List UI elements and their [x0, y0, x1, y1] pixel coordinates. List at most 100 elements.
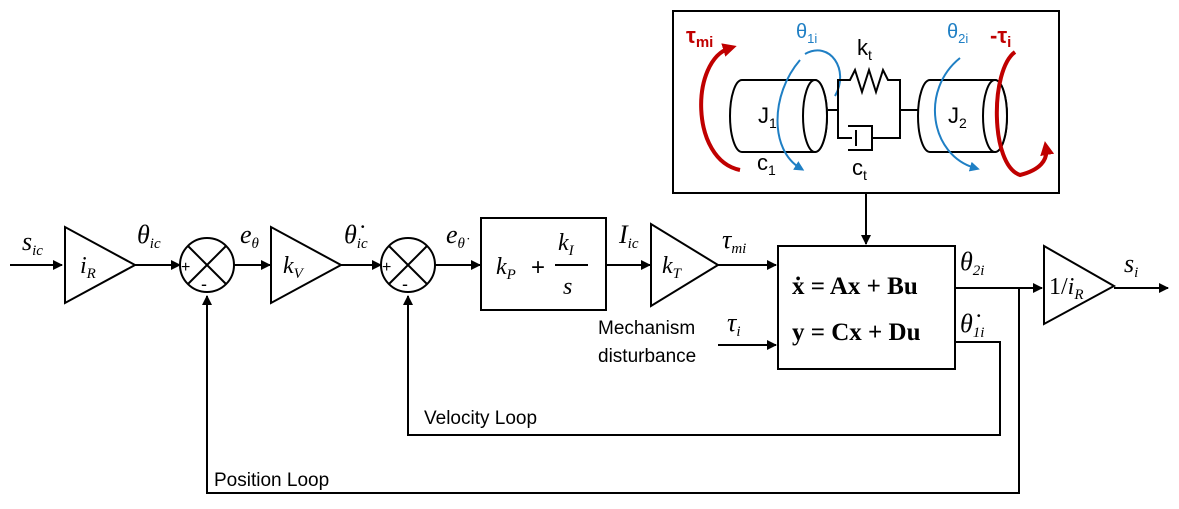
model-J2-sub: 2 — [959, 115, 967, 131]
svg-text:kV: kV — [283, 253, 305, 282]
velocity-loop-label: Velocity Loop — [424, 408, 537, 429]
svg-text:kT: kT — [662, 253, 683, 282]
summing-junction-position — [179, 237, 235, 293]
signal-tau-i: τ — [727, 308, 738, 337]
signal-e-theta: e — [240, 220, 252, 249]
svg-text:iR: iR — [80, 253, 96, 282]
sum2-plus: + — [382, 259, 391, 276]
model-tau-mi: τ — [686, 23, 696, 48]
svg-text:kI: kI — [558, 230, 575, 259]
position-loop-label: Position Loop — [214, 470, 329, 491]
state-equation: ẋ = Ax + Bu — [792, 273, 918, 300]
load-torque-arrow — [994, 50, 1055, 178]
gain-block-iR — [64, 225, 138, 305]
model-theta-1i: θ — [796, 21, 807, 43]
signal-theta-dot-1i-sub: 1i — [973, 325, 985, 341]
signal-theta-2i: θ — [960, 247, 973, 276]
two-inertia-model: τmi θ1i kt θ2i -τi J1 J2 c1 ct — [672, 10, 1060, 194]
pi-kI-symbol: k — [558, 230, 569, 256]
gain-block-inverse-iR — [1043, 244, 1117, 326]
signal-s-i: s — [1124, 249, 1134, 278]
signal-s-ic: s — [22, 227, 32, 256]
svg-text:τi: τi — [727, 308, 740, 340]
svg-text:kP: kP — [496, 254, 516, 283]
svg-text:θ̇ic: θ̇ic — [344, 220, 368, 252]
output-equation: y = Cx + Du — [792, 319, 921, 346]
summing-junction-velocity — [380, 237, 436, 293]
gain-kT-sub: T — [673, 266, 683, 282]
model-J1-sub: 1 — [769, 115, 777, 131]
model-kt-sub: t — [868, 47, 872, 63]
velocity-loop-wire — [403, 295, 1001, 436]
model-neg-tau-i-sub: i — [1007, 34, 1011, 51]
svg-text:-τi: -τi — [990, 23, 1011, 51]
svg-text:kt: kt — [857, 35, 872, 63]
model-c1: c — [757, 150, 768, 175]
signal-e-theta-dot: e — [446, 220, 458, 249]
signal-tau-mi: τ — [722, 225, 733, 254]
svg-text:J2: J2 — [948, 103, 967, 131]
signal-theta-dot-ic-sub: ic — [357, 236, 368, 252]
position-loop-wire — [202, 288, 1020, 494]
signal-s-i-sub: i — [1134, 265, 1138, 281]
svg-text:θ2i: θ2i — [947, 21, 968, 46]
svg-text:θic: θic — [137, 220, 161, 252]
model-J2: J — [948, 103, 959, 128]
model-J1: J — [758, 103, 769, 128]
signal-theta-ic-sub: ic — [150, 236, 161, 252]
model-ct-sub: t — [863, 167, 867, 183]
svg-text:θ̇1i: θ̇1i — [960, 309, 984, 341]
signal-I-ic-sub: ic — [628, 236, 639, 252]
svg-text:si: si — [1124, 249, 1138, 281]
svg-text:τmi: τmi — [722, 225, 746, 257]
damper-ct — [837, 110, 852, 139]
signal-tau-i-sub: i — [736, 324, 740, 340]
pi-kP-sub: P — [506, 267, 516, 283]
svg-text:1/iR: 1/iR — [1049, 274, 1084, 303]
svg-text:c1: c1 — [757, 150, 776, 178]
motor-torque-arrow — [699, 43, 741, 172]
svg-text:eθ̇: eθ̇ — [446, 220, 470, 252]
spring-kt — [828, 66, 928, 111]
svg-text:τmi: τmi — [686, 23, 713, 51]
inv-gain-one: 1 — [1049, 274, 1061, 300]
gain-kV-symbol: k — [283, 253, 294, 279]
signal-e-theta-sub: θ — [252, 236, 260, 252]
svg-text:ct: ct — [852, 155, 867, 183]
model-theta-2i-sub: 2i — [958, 31, 968, 46]
gain-iR-symbol: i — [80, 253, 87, 279]
gain-kV-sub: V — [294, 266, 305, 282]
gain-iR-sub: R — [86, 266, 96, 282]
svg-text:θ2i: θ2i — [960, 247, 984, 279]
svg-text:J1: J1 — [758, 103, 777, 131]
model-c1-sub: 1 — [768, 162, 776, 178]
pi-kI-sub: I — [568, 243, 575, 259]
signal-theta-2i-sub: 2i — [973, 263, 985, 279]
signal-I-ic: I — [618, 220, 629, 249]
svg-text:eθ: eθ — [240, 220, 260, 252]
svg-text:Iic: Iic — [618, 220, 639, 252]
model-neg-tau-i: -τ — [990, 23, 1007, 48]
sum2-minus: - — [402, 274, 408, 294]
sum1-minus: - — [201, 274, 207, 294]
disturbance-label-line2: disturbance — [598, 346, 696, 367]
svg-text:sic: sic — [22, 227, 43, 259]
signal-e-theta-dot-sub: θ̇ — [458, 236, 470, 252]
model-tau-mi-sub: mi — [696, 34, 714, 51]
model-kt: k — [857, 35, 869, 60]
svg-text:θ1i: θ1i — [796, 21, 817, 46]
gain-block-kV — [270, 225, 344, 305]
model-ct: c — [852, 155, 863, 180]
pi-kP-symbol: k — [496, 254, 507, 280]
signal-tau-mi-sub: mi — [731, 241, 746, 257]
model-theta-1i-sub: 1i — [807, 31, 817, 46]
inv-gain-i: i — [1068, 274, 1075, 300]
signal-theta-ic: θ — [137, 220, 150, 249]
gain-block-kT — [650, 222, 720, 308]
model-theta-2i: θ — [947, 21, 958, 43]
sum1-plus: + — [181, 259, 190, 276]
gain-kT-symbol: k — [662, 253, 673, 279]
state-space-block — [777, 245, 956, 370]
pi-plus: + — [531, 254, 545, 281]
